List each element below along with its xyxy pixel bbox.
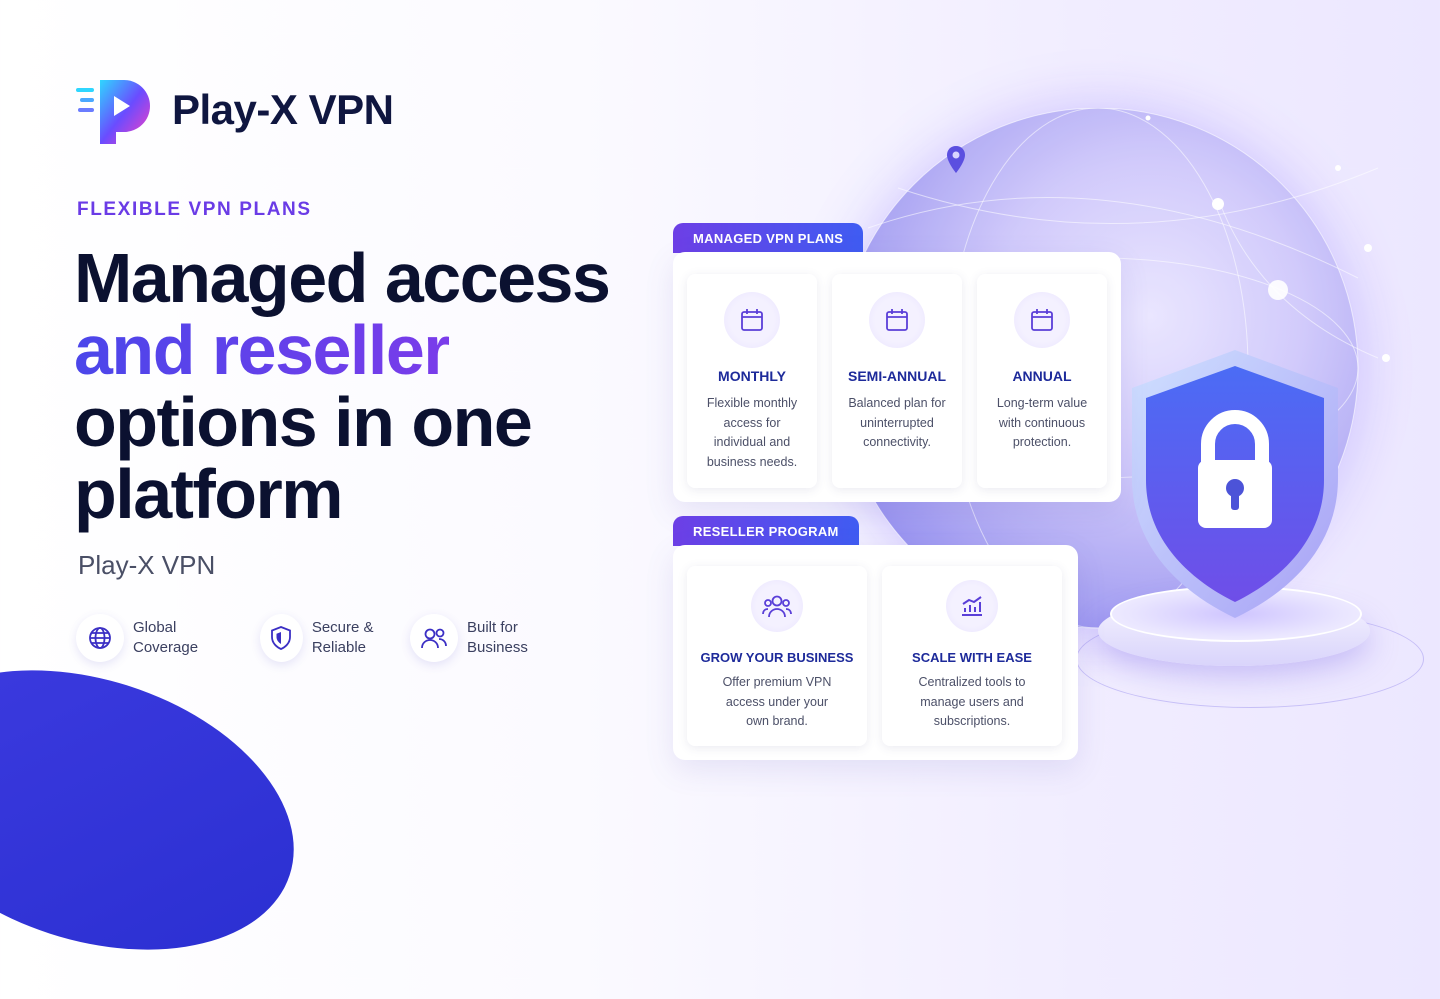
plan-title: ANNUAL — [1012, 368, 1072, 384]
feature-global-coverage: Global Coverage — [76, 614, 260, 662]
plan-card-annual[interactable]: ANNUAL Long-term value with continuous p… — [977, 274, 1107, 488]
bar-chart-icon — [946, 580, 998, 632]
feature-label: Built for — [467, 619, 518, 636]
feature-label: Coverage — [133, 639, 199, 656]
hero-headline: Managed access and reseller options in o… — [74, 242, 634, 530]
decorative-wave — [0, 621, 330, 999]
feature-label: Business — [467, 639, 528, 656]
feature-label: Reliable — [311, 639, 367, 656]
users-icon — [410, 614, 458, 662]
headline-line-4: platform — [74, 455, 344, 533]
reseller-title: SCALE WITH EASE — [912, 650, 1032, 665]
plan-description: Flexible monthly access for individual a… — [706, 396, 798, 469]
reseller-card-scale-with-ease[interactable]: SCALE WITH EASE Centralized tools to man… — [882, 566, 1062, 746]
headline-line-3: options in one — [74, 383, 533, 461]
brand-logo[interactable]: Play-X VPN — [76, 74, 394, 146]
users-icon — [751, 580, 803, 632]
plan-description: Long-term value with continuous protecti… — [996, 396, 1088, 449]
feature-list: Global Coverage Secure & Reliable Built … — [76, 614, 577, 662]
plan-card-monthly[interactable]: MONTHLY Flexible monthly access for indi… — [687, 274, 817, 488]
calendar-icon — [869, 292, 925, 348]
feature-label: Global — [133, 619, 177, 636]
globe-icon — [76, 614, 124, 662]
lock-shield-icon — [1132, 350, 1338, 618]
plan-description: Balanced plan for uninterrupted connecti… — [848, 396, 946, 449]
tab-managed-vpn-plans[interactable]: MANAGED VPN PLANS — [673, 223, 864, 253]
reseller-description: Offer premium VPN access under your own … — [722, 675, 832, 728]
shield-icon — [260, 614, 303, 662]
brand-name: Play-X VPN — [172, 86, 394, 133]
plan-title: SEMI-ANNUAL — [848, 368, 946, 384]
play-x-logo-icon — [76, 80, 150, 144]
reseller-card-grow-business[interactable]: GROW YOUR BUSINESS Offer premium VPN acc… — [687, 566, 867, 746]
calendar-icon — [724, 292, 780, 348]
calendar-icon — [1014, 292, 1070, 348]
sub-brand: Play-X VPN — [78, 550, 216, 580]
plan-title: MONTHLY — [718, 368, 786, 384]
reseller-description: Centralized tools to manage users and su… — [918, 675, 1026, 728]
plan-card-semi-annual[interactable]: SEMI-ANNUAL Balanced plan for uninterrup… — [832, 274, 962, 488]
location-pin-icon — [947, 146, 965, 173]
headline-line-2-accent: and reseller — [74, 311, 451, 389]
tab-reseller-program[interactable]: RESELLER PROGRAM — [673, 516, 859, 546]
feature-label: Secure & — [311, 619, 374, 636]
feature-secure-reliable: Secure & Reliable — [260, 614, 410, 662]
feature-built-for-business: Built for Business — [410, 614, 577, 662]
eyebrow-label: FLEXIBLE VPN PLANS — [77, 199, 312, 220]
reseller-title: GROW YOUR BUSINESS — [700, 650, 854, 665]
headline-line-1: Managed access — [74, 239, 611, 317]
